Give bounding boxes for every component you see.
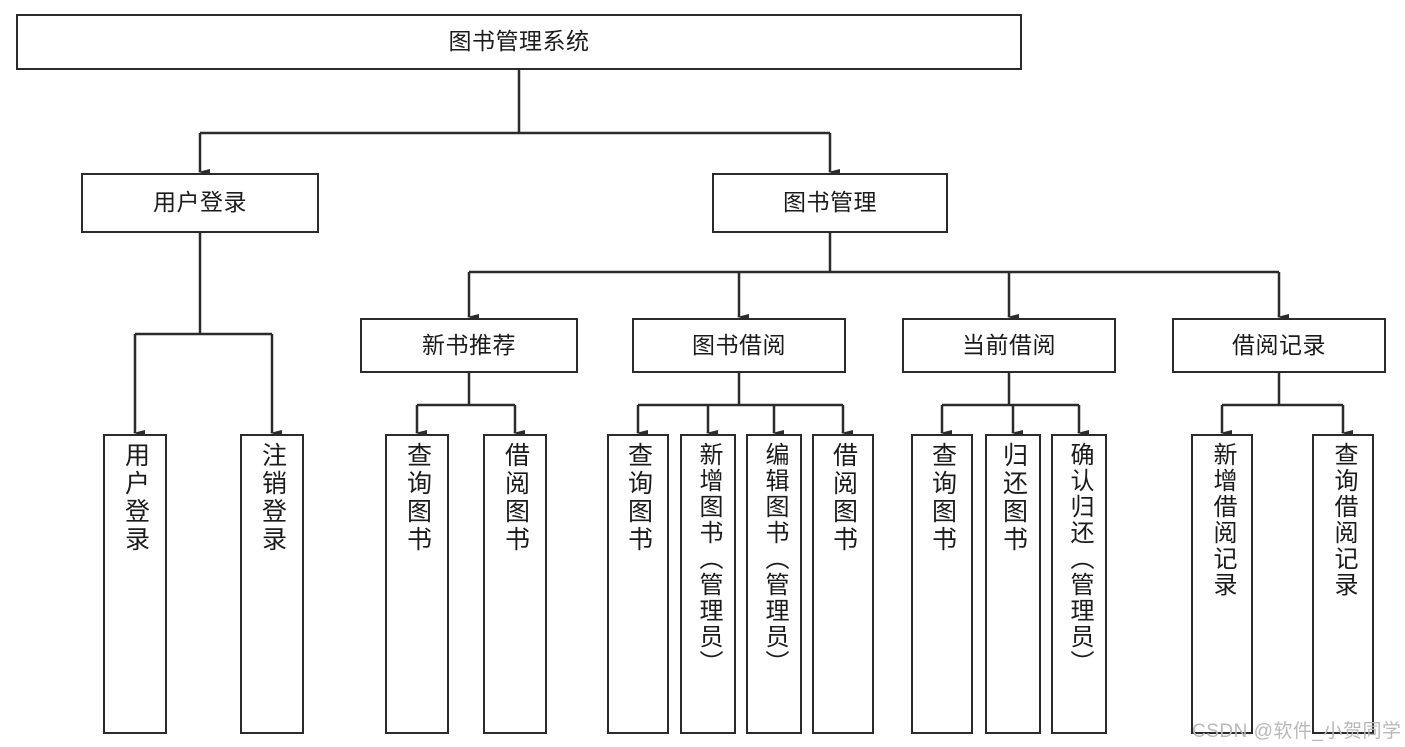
node-bookmgmt[interactable]: 图书管理 <box>712 173 948 233</box>
node-records[interactable]: 借阅记录 <box>1172 318 1386 373</box>
node-label: 当前借阅 <box>962 331 1056 358</box>
node-l-login[interactable]: 用户登录 <box>103 434 167 734</box>
node-label: 图书管理 <box>783 189 877 216</box>
node-n-borrow[interactable]: 借阅图书 <box>483 434 547 734</box>
node-label: 借阅图书 <box>829 442 858 554</box>
node-label: 用户登录 <box>121 442 150 554</box>
node-label: 借阅图书 <box>501 442 530 554</box>
node-current[interactable]: 当前借阅 <box>902 318 1116 373</box>
node-borrow[interactable]: 图书借阅 <box>632 318 846 373</box>
node-label: 查询图书 <box>928 442 957 554</box>
node-newbook[interactable]: 新书推荐 <box>360 318 578 373</box>
node-label: 用户登录 <box>153 189 247 216</box>
node-label: 注销登录 <box>258 442 287 554</box>
node-label: 归还图书 <box>999 442 1028 554</box>
node-b-add[interactable]: 新增图书（管理员） <box>680 434 736 734</box>
node-label: 确认归还（管理员） <box>1066 442 1093 676</box>
node-label: 图书管理系统 <box>448 28 590 55</box>
node-label: 新增借阅记录 <box>1209 442 1236 598</box>
node-root[interactable]: 图书管理系统 <box>16 14 1022 70</box>
node-label: 新书推荐 <box>422 331 516 358</box>
node-label: 新增图书（管理员） <box>695 442 722 676</box>
node-r-add[interactable]: 新增借阅记录 <box>1191 434 1253 734</box>
node-c-confirm[interactable]: 确认归还（管理员） <box>1051 434 1107 734</box>
node-c-query[interactable]: 查询图书 <box>911 434 973 734</box>
node-r-query[interactable]: 查询借阅记录 <box>1312 434 1374 734</box>
node-b-edit[interactable]: 编辑图书（管理员） <box>746 434 802 734</box>
csdn-watermark: CSDN @软件_小贺同学 <box>1192 721 1402 742</box>
node-label: 查询图书 <box>403 442 432 554</box>
node-n-query[interactable]: 查询图书 <box>385 434 449 734</box>
node-label: 借阅记录 <box>1232 331 1326 358</box>
node-label: 查询图书 <box>624 442 653 554</box>
node-label: 编辑图书（管理员） <box>761 442 788 676</box>
node-c-return[interactable]: 归还图书 <box>985 434 1041 734</box>
node-label: 查询借阅记录 <box>1330 442 1357 598</box>
node-label: 图书借阅 <box>692 331 786 358</box>
node-b-query[interactable]: 查询图书 <box>607 434 669 734</box>
node-login[interactable]: 用户登录 <box>81 173 319 233</box>
node-l-logout[interactable]: 注销登录 <box>240 434 304 734</box>
node-b-lend[interactable]: 借阅图书 <box>812 434 874 734</box>
